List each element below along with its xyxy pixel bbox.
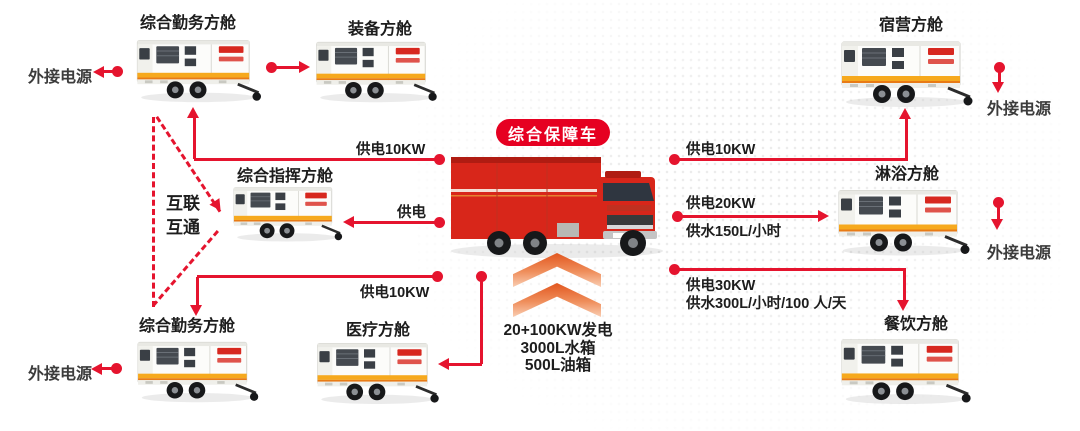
module-title-duty-bottom: 综合勤务方舱 <box>138 318 235 335</box>
supply-label-duty-top: 供电10KW <box>356 142 426 158</box>
arrow-down-icon <box>992 82 1004 93</box>
dashed-link-command-to-bottom <box>151 230 219 307</box>
external-power-label: 外接电源 <box>987 245 1052 262</box>
supply-label-shower-water: 供水150L/小时 <box>686 224 782 240</box>
supply-line-catering <box>903 270 906 302</box>
external-power-line <box>99 367 115 370</box>
arrow-down-icon <box>190 305 202 316</box>
truck-graphic <box>437 143 669 261</box>
power-node-dot <box>434 217 445 228</box>
interconnect-line2: 互通 <box>166 218 200 237</box>
trailer-graphic-command <box>224 181 350 244</box>
supply-line-duty-top <box>193 117 196 159</box>
supply-line-command <box>351 221 436 224</box>
supply-line-medical <box>480 280 483 364</box>
module-title-camping: 宿营方舱 <box>878 17 943 34</box>
power-node-dot <box>111 363 122 374</box>
external-power-label: 外接电源 <box>987 101 1052 118</box>
module-title-shower: 淋浴方舱 <box>874 166 939 183</box>
supply-line-duty-top <box>194 158 436 161</box>
spec-generator: 20+100KW发电 <box>503 322 613 339</box>
arrow-up-icon <box>899 108 911 119</box>
module-title-medical: 医疗方舱 <box>345 322 410 339</box>
power-node-dot <box>994 62 1005 73</box>
arrow-left-icon <box>93 66 104 78</box>
supply-line-medical <box>446 363 482 366</box>
trailer-graphic-shower <box>833 182 973 259</box>
supply-line-duty-bottom <box>197 275 434 278</box>
supply-line-camping <box>905 118 908 159</box>
trailer-graphic-equipment <box>308 35 443 105</box>
supply-label-catering-power: 供电30KW <box>686 278 756 294</box>
trailer-graphic-duty-top <box>128 33 268 105</box>
supply-label-catering-water: 供水300L/小时/100 人/天 <box>686 296 847 312</box>
supply-label-command: 供电 <box>397 205 426 221</box>
supply-line-duty-bottom <box>196 277 199 307</box>
supply-line-camping <box>674 158 908 161</box>
external-power-label: 外接电源 <box>28 366 93 383</box>
center-vehicle-badge: 综合保障车 <box>496 119 610 146</box>
trailer-graphic-medical <box>312 335 442 408</box>
supply-label-duty-bottom: 供电10KW <box>360 285 430 301</box>
arrow-up-icon <box>187 107 199 118</box>
arrow-down-icon <box>991 219 1003 230</box>
power-node-dot <box>476 271 487 282</box>
external-power-line <box>998 71 1001 84</box>
supply-label-camping: 供电10KW <box>686 142 756 158</box>
supply-line-catering <box>674 268 906 271</box>
arrow-right-icon <box>299 61 310 73</box>
trailer-graphic-camping <box>836 32 976 112</box>
trailer-graphic-catering <box>833 332 977 407</box>
external-power-label: 外接电源 <box>28 69 93 86</box>
interconnect-line1: 互联 <box>166 194 200 213</box>
module-title-command: 综合指挥方舱 <box>236 168 333 185</box>
arrow-right-icon <box>818 210 829 222</box>
arrow-down-icon <box>897 300 909 311</box>
interconnect-label: 互联 互通 <box>166 192 200 240</box>
module-title-equipment: 装备方舱 <box>347 21 412 38</box>
external-power-line <box>997 206 1000 221</box>
arrow-left-icon <box>438 358 449 370</box>
power-node-dot <box>432 271 443 282</box>
power-node-dot <box>434 154 445 165</box>
link-line-duty-to-equipment <box>271 66 301 69</box>
external-power-line <box>101 70 117 73</box>
arrow-left-icon <box>91 363 102 375</box>
trailer-graphic-duty-bottom <box>128 335 266 405</box>
power-node-dot <box>112 66 123 77</box>
power-node-dot <box>993 197 1004 208</box>
arrow-left-icon <box>343 216 354 228</box>
spec-water-tank: 3000L水箱 <box>520 339 596 357</box>
supply-line-shower <box>677 215 820 218</box>
module-title-catering: 餐饮方舱 <box>883 316 948 333</box>
module-title-duty-top: 综合勤务方舱 <box>139 15 236 32</box>
dashed-link-vertical <box>152 117 155 307</box>
spec-fuel-tank: 500L油箱 <box>524 357 592 374</box>
truck-specs: 20+100KW发电 3000L水箱 500L油箱 <box>478 322 638 375</box>
supply-label-shower-power: 供电20KW <box>686 196 756 212</box>
